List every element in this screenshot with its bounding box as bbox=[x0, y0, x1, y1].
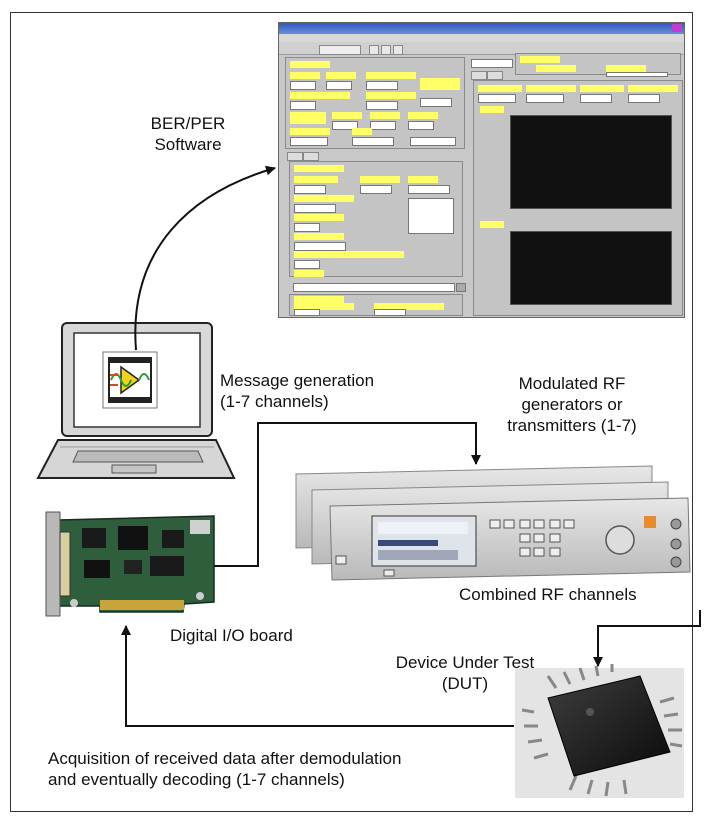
arrow-combined-rf bbox=[593, 610, 701, 667]
label-digital-io: Digital I/O board bbox=[170, 626, 293, 645]
shift-controls-panel bbox=[515, 53, 681, 77]
per-graph bbox=[510, 231, 672, 305]
label-acquisition: Acquisition of received data after demod… bbox=[48, 749, 402, 789]
graphs-panel bbox=[473, 80, 683, 316]
laptop-icon bbox=[36, 322, 236, 479]
label-software: BER/PER Software bbox=[150, 114, 226, 154]
diagram-frame bbox=[10, 12, 693, 812]
ic-chip-icon bbox=[515, 664, 684, 798]
window-toolbar bbox=[279, 42, 684, 55]
label-message-generation: Message generation (1-7 channels) bbox=[220, 371, 375, 411]
window-menubar bbox=[279, 34, 684, 42]
signal-generator-icon bbox=[295, 465, 691, 581]
software-screenshot bbox=[278, 22, 685, 318]
received-controls-panel bbox=[289, 161, 463, 277]
label-rf-generators: Modulated RF generators or transmitters … bbox=[507, 374, 637, 435]
window-titlebar bbox=[279, 23, 684, 34]
ber-graph bbox=[510, 115, 672, 209]
common-controls-panel bbox=[285, 57, 465, 149]
pci-board-icon bbox=[45, 511, 215, 617]
label-dut: Device Under Test (DUT) bbox=[395, 653, 535, 693]
label-combined-rf: Combined RF channels bbox=[459, 585, 637, 604]
labview-icon bbox=[102, 351, 158, 409]
received-indicators-panel bbox=[289, 294, 463, 316]
arrow-to-software bbox=[134, 165, 276, 351]
arrow-message-generation bbox=[214, 422, 481, 567]
arrow-acquisition bbox=[121, 625, 514, 727]
